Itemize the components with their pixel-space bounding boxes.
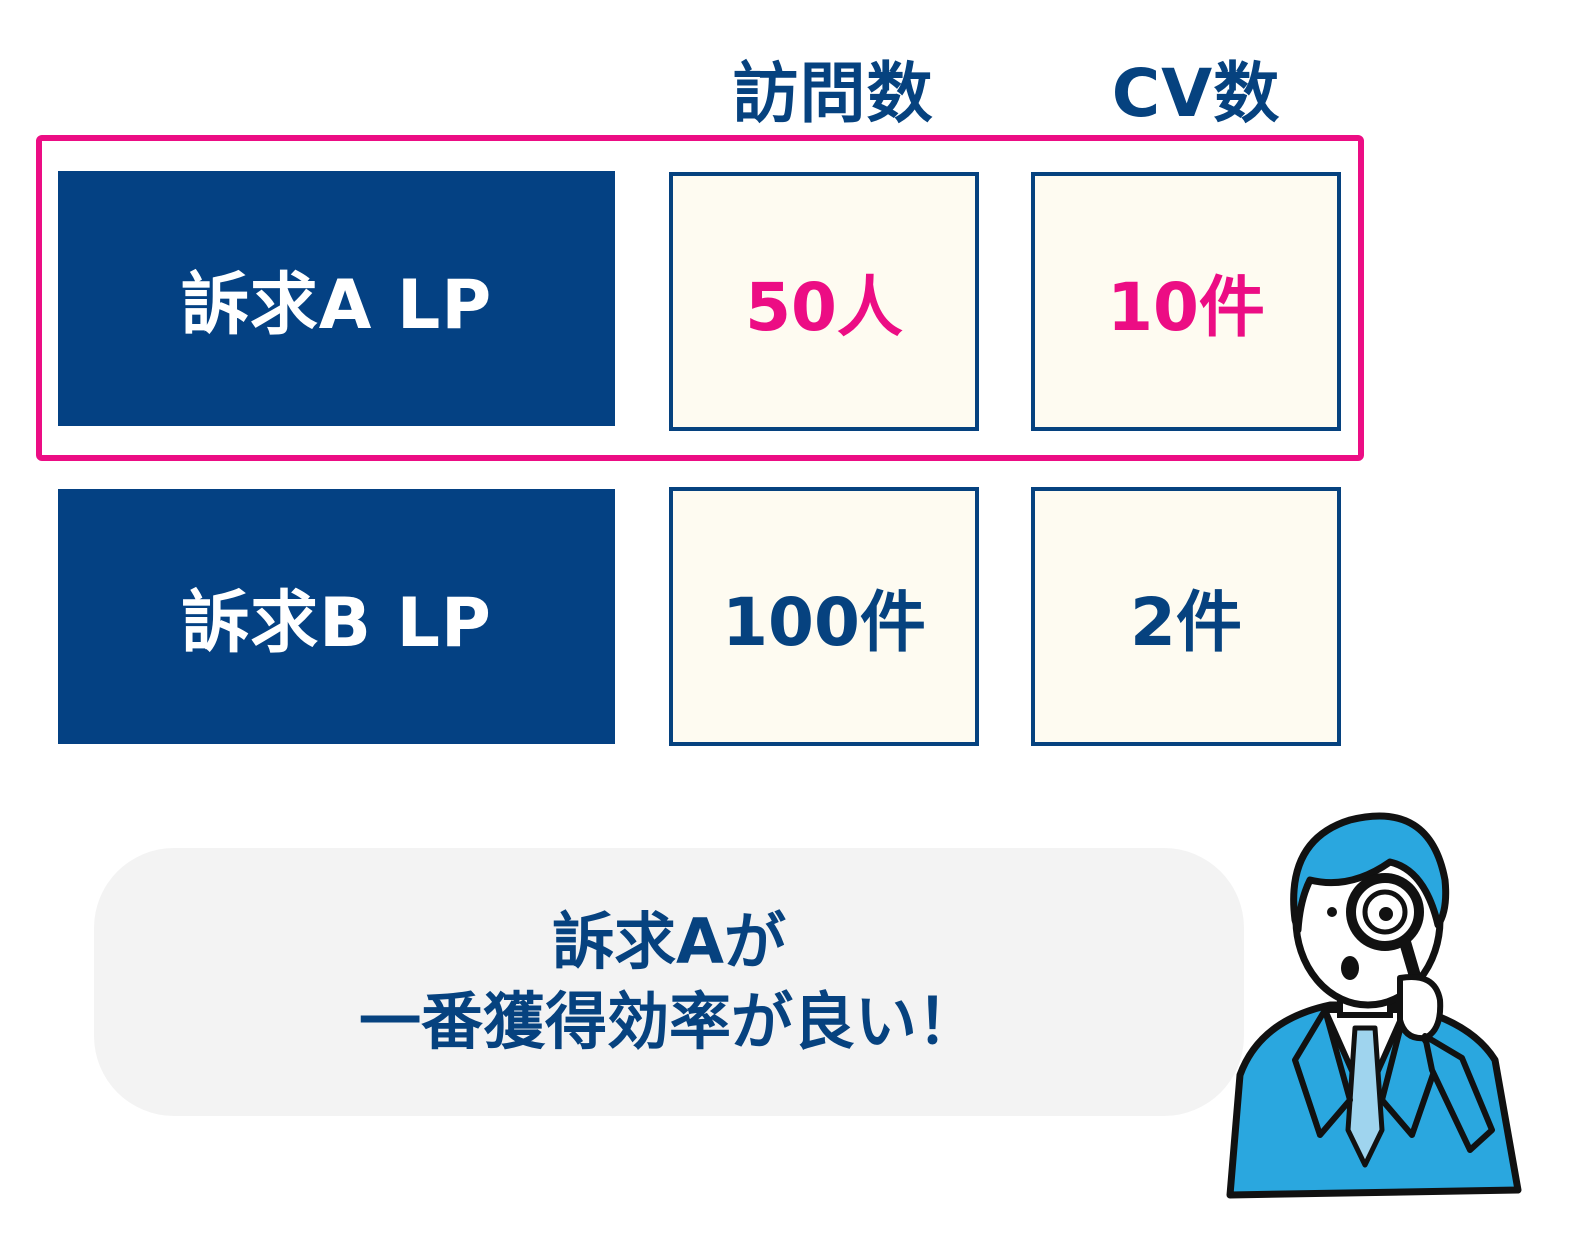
row-label-a: 訴求A LP — [58, 171, 615, 426]
cell-a-visits: 50人 — [669, 172, 979, 431]
cell-b-visits: 100件 — [669, 487, 979, 746]
cell-a-cv: 10件 — [1031, 172, 1341, 431]
conclusion-line-1: 訴求Aが — [552, 905, 786, 978]
row-label-b: 訴求B LP — [58, 489, 615, 744]
column-header-visits: 訪問数 — [732, 55, 934, 132]
businessman-with-magnifying-glass-icon — [1226, 812, 1522, 1199]
highlight-frame-row-a — [36, 135, 1364, 461]
conclusion-line-2: 一番獲得効率が良い！ — [358, 985, 979, 1058]
conclusion-bubble: 訴求Aが 一番獲得効率が良い！ — [94, 848, 1244, 1116]
cell-b-cv: 2件 — [1031, 487, 1341, 746]
column-header-cv: CV数 — [1111, 55, 1281, 132]
